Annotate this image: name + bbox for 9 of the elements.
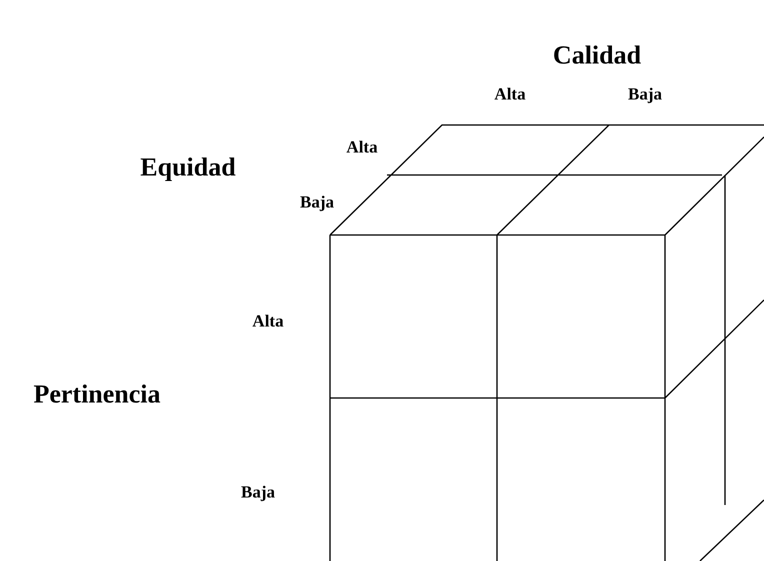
level-label: Baja [241,484,275,502]
level-label: Baja [300,194,334,212]
axis-title: Equidad [140,154,236,182]
level-label: Alta [494,86,526,104]
level-label: Baja [628,86,662,104]
level-label: Alta [346,138,378,158]
axis-title: Calidad [552,42,642,70]
axis-title: Pertinencia [33,380,161,410]
level-label: Alta [252,312,284,332]
